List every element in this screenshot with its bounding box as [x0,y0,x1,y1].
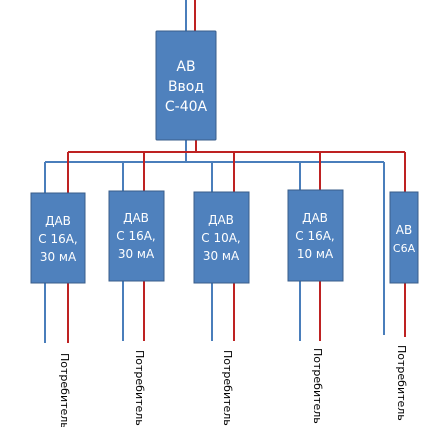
main-breaker-line-3: С-40А [165,99,208,115]
wires [44,0,406,343]
device-2-line-2: С 16А, [116,229,156,243]
device-4-line-2: С 16А, [295,229,335,243]
device-1-box [30,192,86,284]
consumer-label-2: Потребитель [133,350,146,426]
consumer-label-3: Потребитель [221,350,234,426]
device-5-line-1: АВ [396,223,412,237]
device-3-box [193,191,250,284]
device-4: ДАВ С 16А, 10 мА [287,189,344,282]
main-breaker-line-1: АВ [176,59,195,75]
device-3-line-3: 30 мА [203,249,240,263]
device-1-line-2: С 16А, [38,232,78,246]
consumer-label-5: Потребитель [395,345,408,421]
consumer-label-4: Потребитель [311,348,324,424]
device-3-line-2: С 10А, [201,231,241,245]
main-breaker-line-2: Ввод [168,79,204,95]
device-5: АВ С6А [389,191,419,284]
consumer-label-1: Потребитель [58,353,71,427]
device-2-box [108,190,165,282]
device-4-line-3: 10 мА [297,247,334,261]
device-2: ДАВ С 16А, 30 мА [108,190,165,282]
main-breaker: АВ Ввод С-40А [155,30,217,141]
device-4-line-1: ДАВ [302,211,328,225]
device-3: ДАВ С 10А, 30 мА [193,191,250,284]
device-4-box [287,189,344,282]
main-breaker-box [155,30,217,141]
device-2-line-3: 30 мА [118,247,155,261]
device-5-line-2: С6А [393,242,416,255]
device-3-line-1: ДАВ [208,213,234,227]
device-2-line-1: ДАВ [123,211,149,225]
device-1-line-1: ДАВ [45,214,71,228]
device-1: ДАВ С 16А, 30 мА [30,192,86,284]
device-1-line-3: 30 мА [40,250,77,264]
device-5-box [389,191,419,284]
